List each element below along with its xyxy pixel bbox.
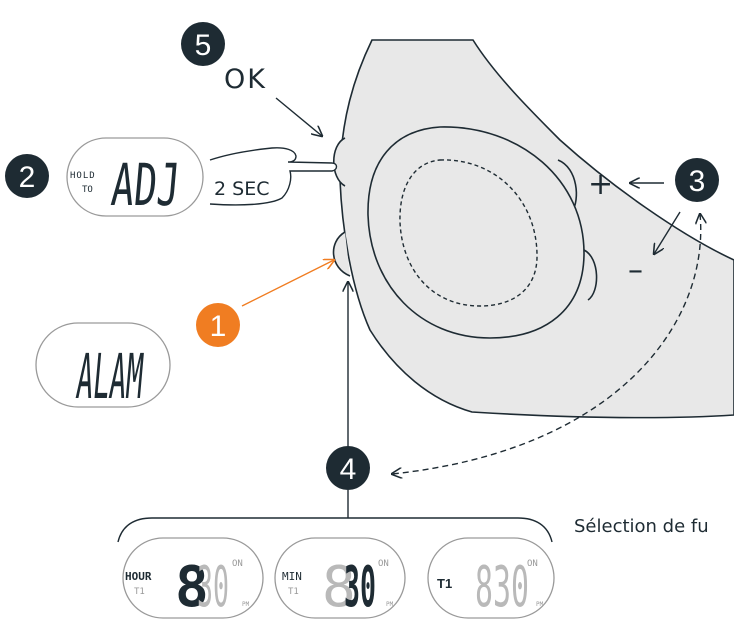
screen-min-on: ON (378, 559, 389, 569)
step-2-number: 2 (19, 161, 36, 194)
screen-min-pm: PM (386, 601, 394, 608)
screen-hour-pm: PM (242, 601, 250, 608)
selection-caption: Sélection de fu (574, 516, 709, 537)
screen-hour-digit-dim: 30 (197, 555, 229, 620)
watch (332, 39, 734, 419)
screen-t1-digits: 830 (475, 555, 529, 620)
screen-hour-label: HOUR (125, 570, 152, 583)
ok-label: OK (224, 64, 267, 95)
screen-min-label: MIN (282, 570, 302, 583)
adj-label: ADJ (109, 151, 183, 219)
selection-bracket (117, 517, 553, 543)
screen-t1-on: ON (527, 559, 538, 569)
finger-icon (209, 147, 338, 206)
step-3-number: 3 (689, 165, 706, 198)
screen-min-digit-main: 30 (344, 555, 376, 620)
step-5-badge (181, 22, 225, 66)
step-1-number: 1 (210, 310, 227, 343)
two-sec-label: 2 SEC (214, 178, 269, 200)
step-4-number: 4 (340, 453, 357, 486)
step-3-badge (675, 158, 719, 202)
screen-hour-sub: T1 (134, 587, 145, 597)
screen-t1-label: T1 (437, 576, 452, 591)
hold-label: HOLD (70, 171, 96, 181)
screen-hour: HOUR T1 8 30 ON PM (122, 537, 264, 620)
screen-hour-on: ON (232, 559, 243, 569)
mode-arrow (241, 260, 334, 307)
plus-label: + (588, 167, 613, 202)
screen-min-digit-dim: 8 (322, 555, 356, 620)
mode-button[interactable] (332, 231, 351, 277)
screen-t1-pm: PM (536, 601, 544, 608)
screen-t1: T1 830 ON PM (427, 537, 555, 620)
screen-min-sub: T1 (288, 587, 299, 597)
screen-min: MIN T1 8 30 ON PM (274, 537, 406, 620)
loop-arrow (392, 214, 701, 474)
step-2-badge (5, 154, 49, 198)
alarm-label: ALAM (74, 340, 146, 413)
step-1-badge (196, 303, 240, 347)
step-4-badge (326, 446, 370, 490)
hold-adj-display (66, 137, 204, 217)
to-label: TO (82, 185, 93, 195)
screen-hour-digit-main: 8 (175, 555, 209, 620)
step-5-number: 5 (195, 29, 212, 62)
ok-arrow (275, 97, 322, 136)
alarm-display (35, 322, 171, 408)
minus-label: – (628, 253, 643, 288)
ok-button[interactable] (333, 137, 346, 187)
